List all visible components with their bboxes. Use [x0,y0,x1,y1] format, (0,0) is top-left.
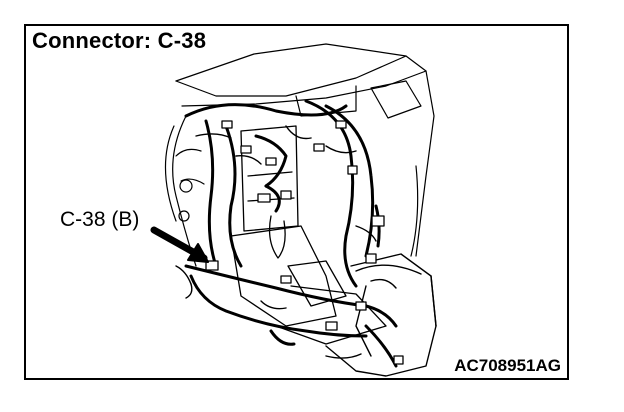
diagram-title: Connector: C-38 [32,28,207,53]
dashboard-harness-illustration [150,43,437,377]
left-dash-section [164,125,205,222]
connector-c-38 [205,260,219,271]
figure-code: AC708951AG [454,356,561,375]
connectors [205,120,404,365]
rear-console-box [325,253,437,377]
thin-wires [175,125,397,359]
arrow-icon [150,226,209,263]
wiring-harness [184,99,398,368]
diagram-frame: Connector: C-38 C-38 (B) AC708951AG [24,24,569,380]
connector-callout-label: C-38 (B) [60,208,140,231]
